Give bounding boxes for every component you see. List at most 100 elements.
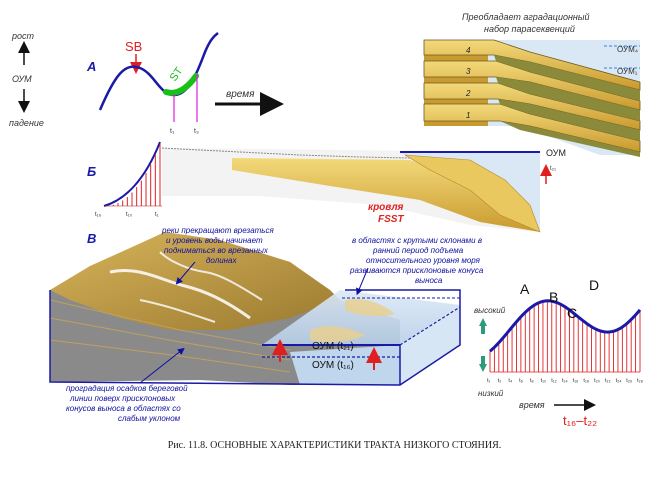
incised-valley [139, 299, 216, 323]
note-rivers: реки прекращают врезаться и уровень воды… [161, 226, 275, 265]
note-progradation-arrow [139, 347, 185, 384]
oum-top1-label: ОУМ₄ [617, 45, 638, 54]
slope-fan [310, 326, 365, 343]
note-rivers-line: и уровень воды начинает [166, 236, 263, 245]
up-indicator [479, 318, 487, 326]
figure-caption: Рис. 11.8. ОСНОВНЫЕ ХАРАКТЕРИСТИКИ ТРАКТ… [167, 440, 502, 451]
cross-section-top [161, 147, 411, 159]
curve-tick-label: t₂₄ [616, 378, 623, 384]
shelf-band [494, 55, 640, 101]
down-indicator-stem [481, 356, 485, 364]
note-slopes-line: выноса [415, 276, 443, 285]
st-label: ST [168, 65, 186, 84]
t16-label: t₁₆ [95, 212, 102, 218]
point-a-label: A [520, 281, 530, 297]
curve-tick-label: t₁₀ [541, 378, 547, 384]
up-indicator-stem [481, 326, 485, 334]
shelf-band [500, 121, 640, 157]
point-d-label: D [589, 277, 599, 293]
note-slopes-line: в областях с крутыми склонами в [352, 236, 482, 245]
panel-b: Б t₁₆ t₁₀ t₁ ОУМ t₂₁ кровля FSST [87, 141, 566, 233]
curve-tick-label: t₂₈ [637, 378, 643, 384]
oum-t21-line-back [399, 306, 461, 346]
sb-label: SB [125, 39, 142, 54]
note-progradation: проградация осадков береговой линии пове… [66, 384, 188, 423]
panel-b-letter: Б [87, 164, 96, 179]
block-strata [49, 339, 291, 373]
curve-tick-label: t₁₆ [573, 378, 579, 384]
curve-time-label: время [519, 400, 545, 410]
axis-down-label: падение [9, 118, 44, 128]
curve-tick-label: t₈ [530, 378, 534, 384]
block-strata [49, 317, 291, 361]
sea-side [400, 305, 460, 385]
time-label: время [226, 89, 255, 100]
note-rivers-line: подниматься во врезанных [164, 246, 269, 255]
incised-valley [109, 269, 251, 320]
panel-b-water [400, 152, 540, 232]
curve-tick-label: t₂₂ [605, 378, 611, 384]
curve-tick-label: t₂₀ [594, 378, 600, 384]
oum-top2-label: ОУМ₁ [617, 67, 638, 76]
oum-t16-label: ОУМ (t₁₆) [312, 360, 354, 371]
note-progradation-line: линии поверх присклоновых [69, 394, 176, 403]
fsst-fan [404, 154, 541, 233]
panel-b-curve [103, 141, 161, 207]
sea-level-curve [98, 32, 219, 111]
block-outline [49, 289, 461, 386]
note-rivers-line: реки прекращают врезаться [161, 226, 275, 235]
panel-v: В ОУМ (t₂₁) ОУМ (t₁₆) реки прекращают [49, 226, 484, 423]
curve-tick-label: t₁ [487, 378, 491, 384]
layer-label: 1 [466, 111, 470, 120]
panel-a: рост ОУМ падение А SB ST t₁ t₃ время Пре… [9, 12, 641, 157]
layer-label: 3 [466, 67, 471, 76]
incised-valley [159, 251, 263, 301]
axis-mid-label: ОУМ [12, 74, 32, 84]
curve-line [489, 299, 642, 353]
st-highlight [163, 73, 199, 96]
note-slopes-line: развиваются присклоновые конуса [349, 266, 484, 275]
curve-tick-label: t₁₈ [583, 378, 589, 384]
sea-level-chart: высокий низкий t₁ t₂ t₄ t₆ t₈ t₁₀ t₁₂ t₁₄ t₁₆ t₁₈… [474, 277, 643, 428]
note-progradation-line: слабым уклоном [118, 414, 181, 423]
layer-label: 2 [465, 89, 471, 98]
note-slopes: в областях с крутыми склонами в ранний п… [349, 236, 484, 285]
curve-tick-label: t₆ [519, 378, 523, 384]
axis-up-label: рост [11, 31, 35, 41]
curve-tick-label: t₁₂ [551, 378, 557, 384]
block-top-land [50, 232, 340, 330]
curve-tick-label: t₂ [498, 378, 502, 384]
t1-label-b: t₁ [155, 212, 159, 218]
parasequence-title-1: Преобладает аградационный [462, 12, 590, 22]
curve-high-label: высокий [474, 306, 506, 315]
panel-b-bars [108, 144, 161, 206]
note-slopes-line: ранний период подъема [372, 246, 464, 255]
parasequence-title-2: набор парасеквенций [484, 24, 575, 34]
fsst-label-2: FSST [378, 214, 404, 225]
panel-a-letter: А [86, 59, 96, 74]
lowstand-wedge [232, 158, 540, 232]
note-progradation-line: конусов выноса в областях со [66, 404, 181, 413]
curve-tick-label: t₂₆ [626, 378, 632, 384]
t21-label: t₂₁ [550, 166, 556, 172]
note-slopes-arrow [356, 267, 369, 296]
panel-b-oum-label: ОУМ [546, 148, 566, 158]
curve-tick-label: t₄ [508, 378, 513, 384]
block-strata [49, 299, 291, 351]
panel-v-letter: В [87, 231, 96, 246]
note-progradation-line: проградация осадков береговой [66, 384, 188, 393]
curve-low-label: низкий [478, 389, 504, 398]
note-slopes-line: относительного уровня моря [366, 256, 481, 265]
down-indicator [479, 364, 487, 372]
shelf-band [498, 99, 640, 141]
curve-tick-label: t₁₄ [562, 378, 568, 384]
shelf-band [496, 77, 640, 121]
t10-label: t₁₀ [126, 212, 133, 218]
oum-t21-label: ОУМ (t₂₁) [312, 341, 354, 352]
curve-bars [489, 300, 641, 372]
slope-fan [345, 299, 395, 317]
note-rivers-line: долинах [206, 256, 238, 265]
note-rivers-arrow [175, 261, 196, 285]
